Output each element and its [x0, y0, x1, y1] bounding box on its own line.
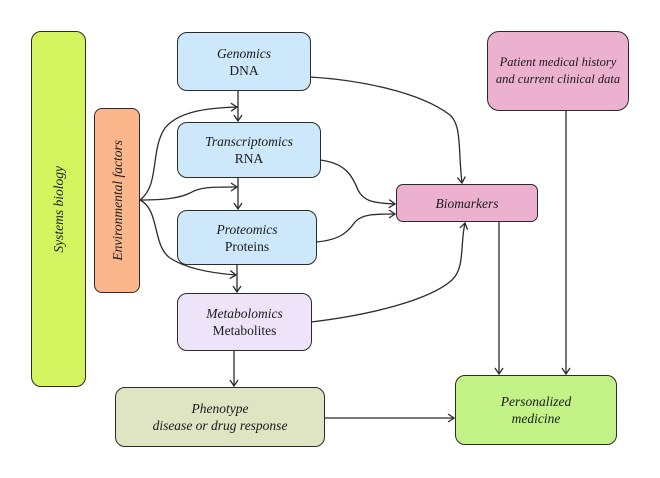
phenotype-title: Phenotype — [191, 401, 249, 416]
environmental-factors-box: Environmental factors — [94, 108, 140, 293]
genomics-subtitle: DNA — [229, 62, 259, 78]
proteomics-box: Proteomics Proteins — [177, 210, 317, 265]
transcriptomics-title: Transcriptomics — [205, 134, 293, 149]
metabolomics-subtitle: Metabolites — [212, 323, 277, 338]
arrow-env-to-transcriptomics-link — [139, 182, 239, 201]
patient-history-box: Patient medical history and current clin… — [487, 31, 629, 111]
phenotype-subtitle: disease or drug response — [152, 418, 288, 433]
transcriptomics-box: Transcriptomics RNA — [177, 122, 321, 178]
biomarkers-label: Biomarkers — [435, 195, 499, 211]
genomics-box: Genomics DNA — [177, 32, 311, 91]
systems-biology-label: Systems biology — [51, 165, 66, 253]
transcriptomics-subtitle: RNA — [234, 151, 264, 166]
arrow-genomics-to-biomarkers — [309, 76, 466, 185]
arrow-proteomics-to-biomarkers — [315, 209, 397, 243]
proteomics-title: Proteomics — [216, 221, 278, 237]
proteomics-subtitle: Proteins — [224, 238, 270, 254]
metabolomics-box: Metabolomics Metabolites — [177, 293, 312, 351]
systems-biology-box: Systems biology — [31, 31, 86, 387]
patient-history-line1: Patient medical history — [499, 55, 617, 69]
phenotype-box: Phenotype disease or drug response — [115, 387, 325, 447]
personalized-medicine-line2: medicine — [511, 411, 561, 426]
personalized-medicine-line1: Personalized — [500, 394, 572, 409]
environmental-factors-label: Environmental factors — [109, 140, 125, 261]
personalized-medicine-box: Personalized medicine — [455, 375, 617, 445]
arrow-transcriptomics-to-biomarkers — [319, 159, 397, 209]
patient-history-line2: and current clinical data — [495, 72, 621, 86]
genomics-title: Genomics — [217, 45, 271, 61]
arrow-env-to-genomics-link — [139, 102, 239, 201]
arrow-env-to-proteomics-link — [139, 199, 238, 280]
metabolomics-title: Metabolomics — [206, 306, 283, 321]
arrow-metabolomics-to-biomarkers — [310, 221, 469, 323]
biomarkers-box: Biomarkers — [396, 184, 538, 222]
